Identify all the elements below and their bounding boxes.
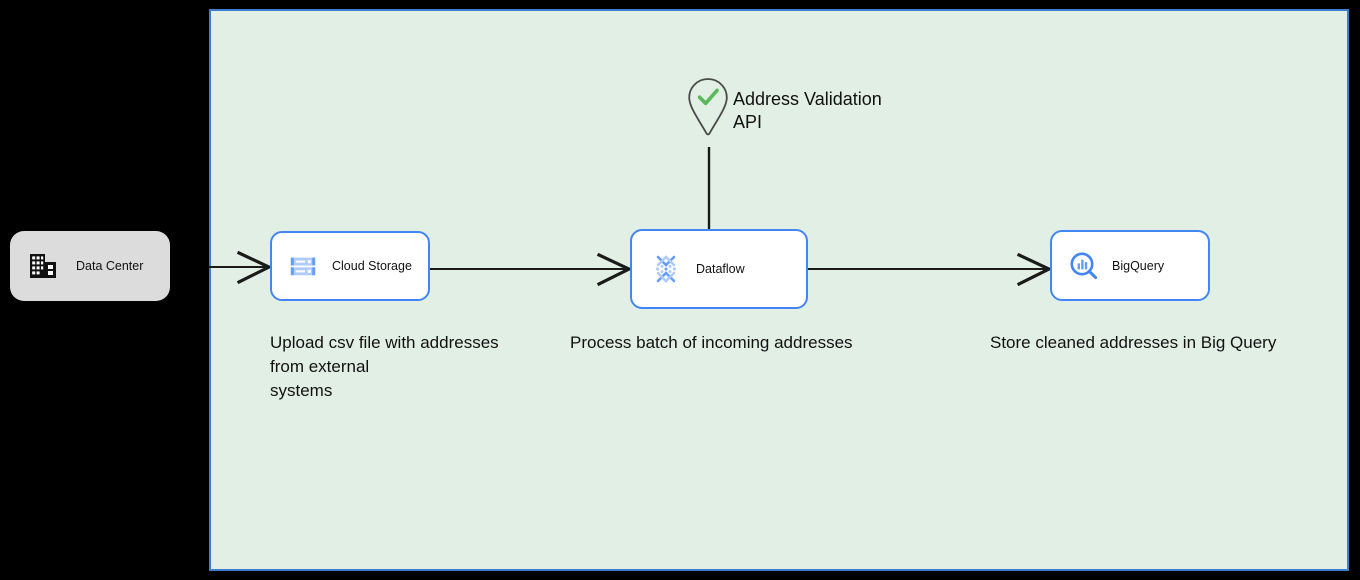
caption-store: Store cleaned addresses in Big Query [990,333,1277,352]
node-data-center[interactable]: Data Center [10,231,170,301]
node-label-dataflow: Dataflow [696,262,745,276]
node-label-bigquery: BigQuery [1112,258,1165,273]
data-center-building-icon [28,251,58,281]
cloud-storage-icon [288,251,318,281]
node-bigquery[interactable]: BigQuery [1050,230,1210,301]
caption-upload: Upload csv file with addresses from exte… [270,333,499,400]
bigquery-icon [1068,250,1100,282]
node-dataflow[interactable]: Dataflow [630,229,808,309]
node-label-address-validation-api: Address Validation API [733,89,882,132]
map-pin-check-icon [686,76,730,138]
dataflow-icon [650,253,682,285]
caption-process: Process batch of incoming addresses [570,333,853,352]
node-label-cloud-storage: Cloud Storage [332,259,412,273]
node-label-data-center: Data Center [76,259,144,273]
node-cloud-storage[interactable]: Cloud Storage [270,231,430,301]
node-address-validation-api[interactable]: Address Validation API [686,76,882,138]
